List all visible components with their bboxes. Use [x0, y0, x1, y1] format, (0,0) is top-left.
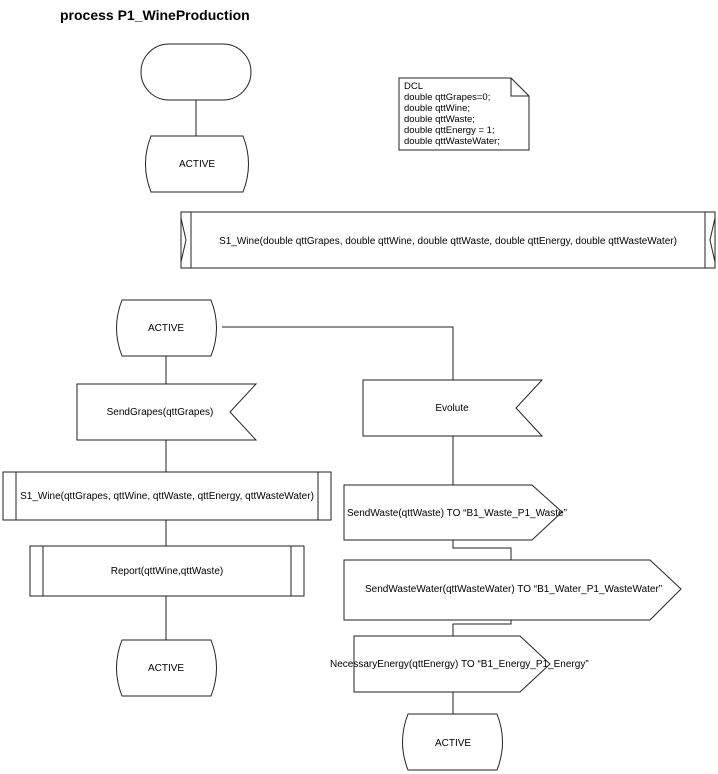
- state-active-4: ACTIVE: [402, 713, 503, 771]
- procedure-call-report-label: Report(qttWine,qttWaste): [111, 566, 223, 577]
- dcl-line-3: double qttWaste;: [404, 114, 475, 125]
- output-sendwaste: SendWaste(qttWaste) TO “B1_Waste_P1_Wast…: [343, 484, 567, 541]
- dcl-line-1: double qttGrapes=0;: [404, 92, 490, 103]
- output-necessaryenergy-label: NecessaryEnergy(qttEnergy) TO “B1_Energy…: [330, 659, 589, 670]
- input-evolute: Evolute: [362, 379, 544, 437]
- dcl-line-0: DCL: [404, 81, 423, 92]
- state-active-1-label: ACTIVE: [179, 159, 215, 170]
- state-active-2-label: ACTIVE: [148, 323, 184, 334]
- output-sendwaste-label: SendWaste(qttWaste) TO “B1_Waste_P1_Wast…: [347, 508, 567, 519]
- dcl-line-2: double qttWine;: [404, 103, 470, 114]
- procedure-call-report: Report(qttWine,qttWaste): [29, 545, 305, 597]
- input-sendgrapes: SendGrapes(qttGrapes): [76, 383, 258, 441]
- output-necessaryenergy: NecessaryEnergy(qttEnergy) TO “B1_Energy…: [330, 635, 589, 693]
- sendwastewater-to-energy-line: [452, 620, 512, 636]
- input-evolute-label: Evolute: [435, 403, 469, 414]
- sendwaste-to-sendwastewater-line: [452, 540, 512, 560]
- state-active-4-label: ACTIVE: [435, 738, 471, 749]
- output-sendwastewater-label: SendWasteWater(qttWasteWater) TO “B1_Wat…: [365, 584, 662, 595]
- dcl-line-5: double qttWasteWater;: [404, 136, 500, 147]
- procedure-call-s1wine: S1_Wine(qttGrapes, qttWine, qttWaste, qt…: [2, 471, 332, 521]
- input-sendgrapes-label: SendGrapes(qttGrapes): [107, 407, 214, 418]
- connectors: [165, 100, 512, 714]
- state-active-1: ACTIVE: [145, 135, 249, 193]
- start-symbol: [140, 43, 252, 101]
- procedure-definition-label: S1_Wine(double qttGrapes, double qttWine…: [219, 236, 677, 247]
- state-active-2: ACTIVE: [116, 299, 217, 357]
- procedure-call-s1wine-label: S1_Wine(qttGrapes, qttWine, qttWaste, qt…: [20, 491, 314, 502]
- state-active-3: ACTIVE: [116, 639, 217, 697]
- output-sendwastewater: SendWasteWater(qttWasteWater) TO “B1_Wat…: [343, 559, 682, 621]
- dcl-line-4: double qttEnergy = 1;: [404, 125, 495, 136]
- dcl-text-symbol: DCL double qttGrapes=0; double qttWine; …: [398, 77, 530, 151]
- procedure-definition: S1_Wine(double qttGrapes, double qttWine…: [180, 211, 716, 269]
- state-active-3-label: ACTIVE: [148, 663, 184, 674]
- diagram-title: process P1_WineProduction: [60, 7, 250, 23]
- active-to-evolute-line: [222, 326, 454, 380]
